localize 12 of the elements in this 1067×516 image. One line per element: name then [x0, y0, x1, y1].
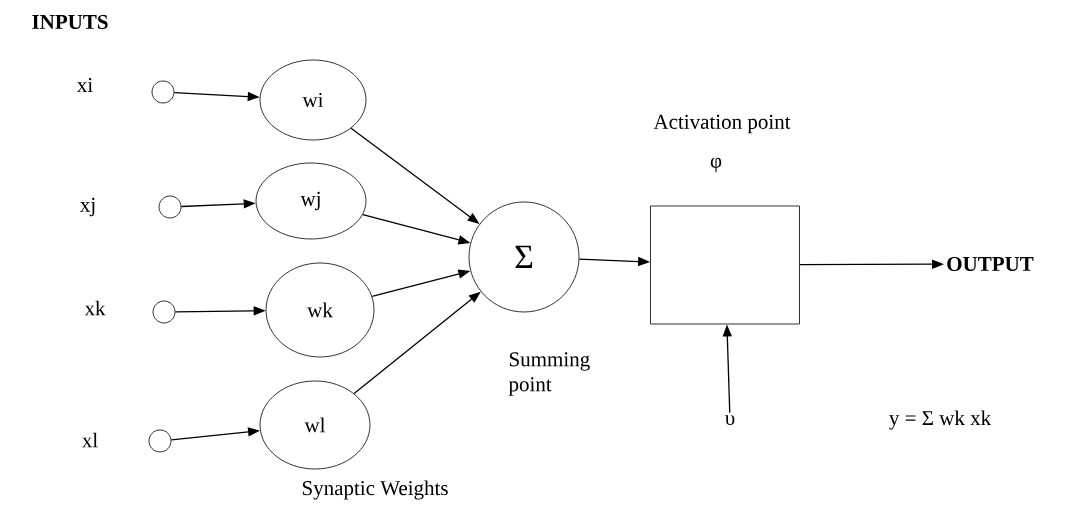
- node-label: Summing point: [508, 352, 590, 396]
- caption: Synaptic Weights: [302, 480, 448, 500]
- node-label: xl: [82, 432, 98, 448]
- node-label: xi: [77, 78, 93, 92]
- formula-text: y = Σ wk xk: [889, 410, 992, 430]
- node-label: Activation point: [653, 114, 791, 134]
- heading: INPUTS: [32, 14, 108, 30]
- node-label: xj: [80, 197, 95, 217]
- node-label: φ: [710, 157, 722, 173]
- bias-label: υ: [725, 414, 735, 426]
- node-label: xk: [84, 300, 106, 316]
- output-label: OUTPUT: [947, 256, 1034, 272]
